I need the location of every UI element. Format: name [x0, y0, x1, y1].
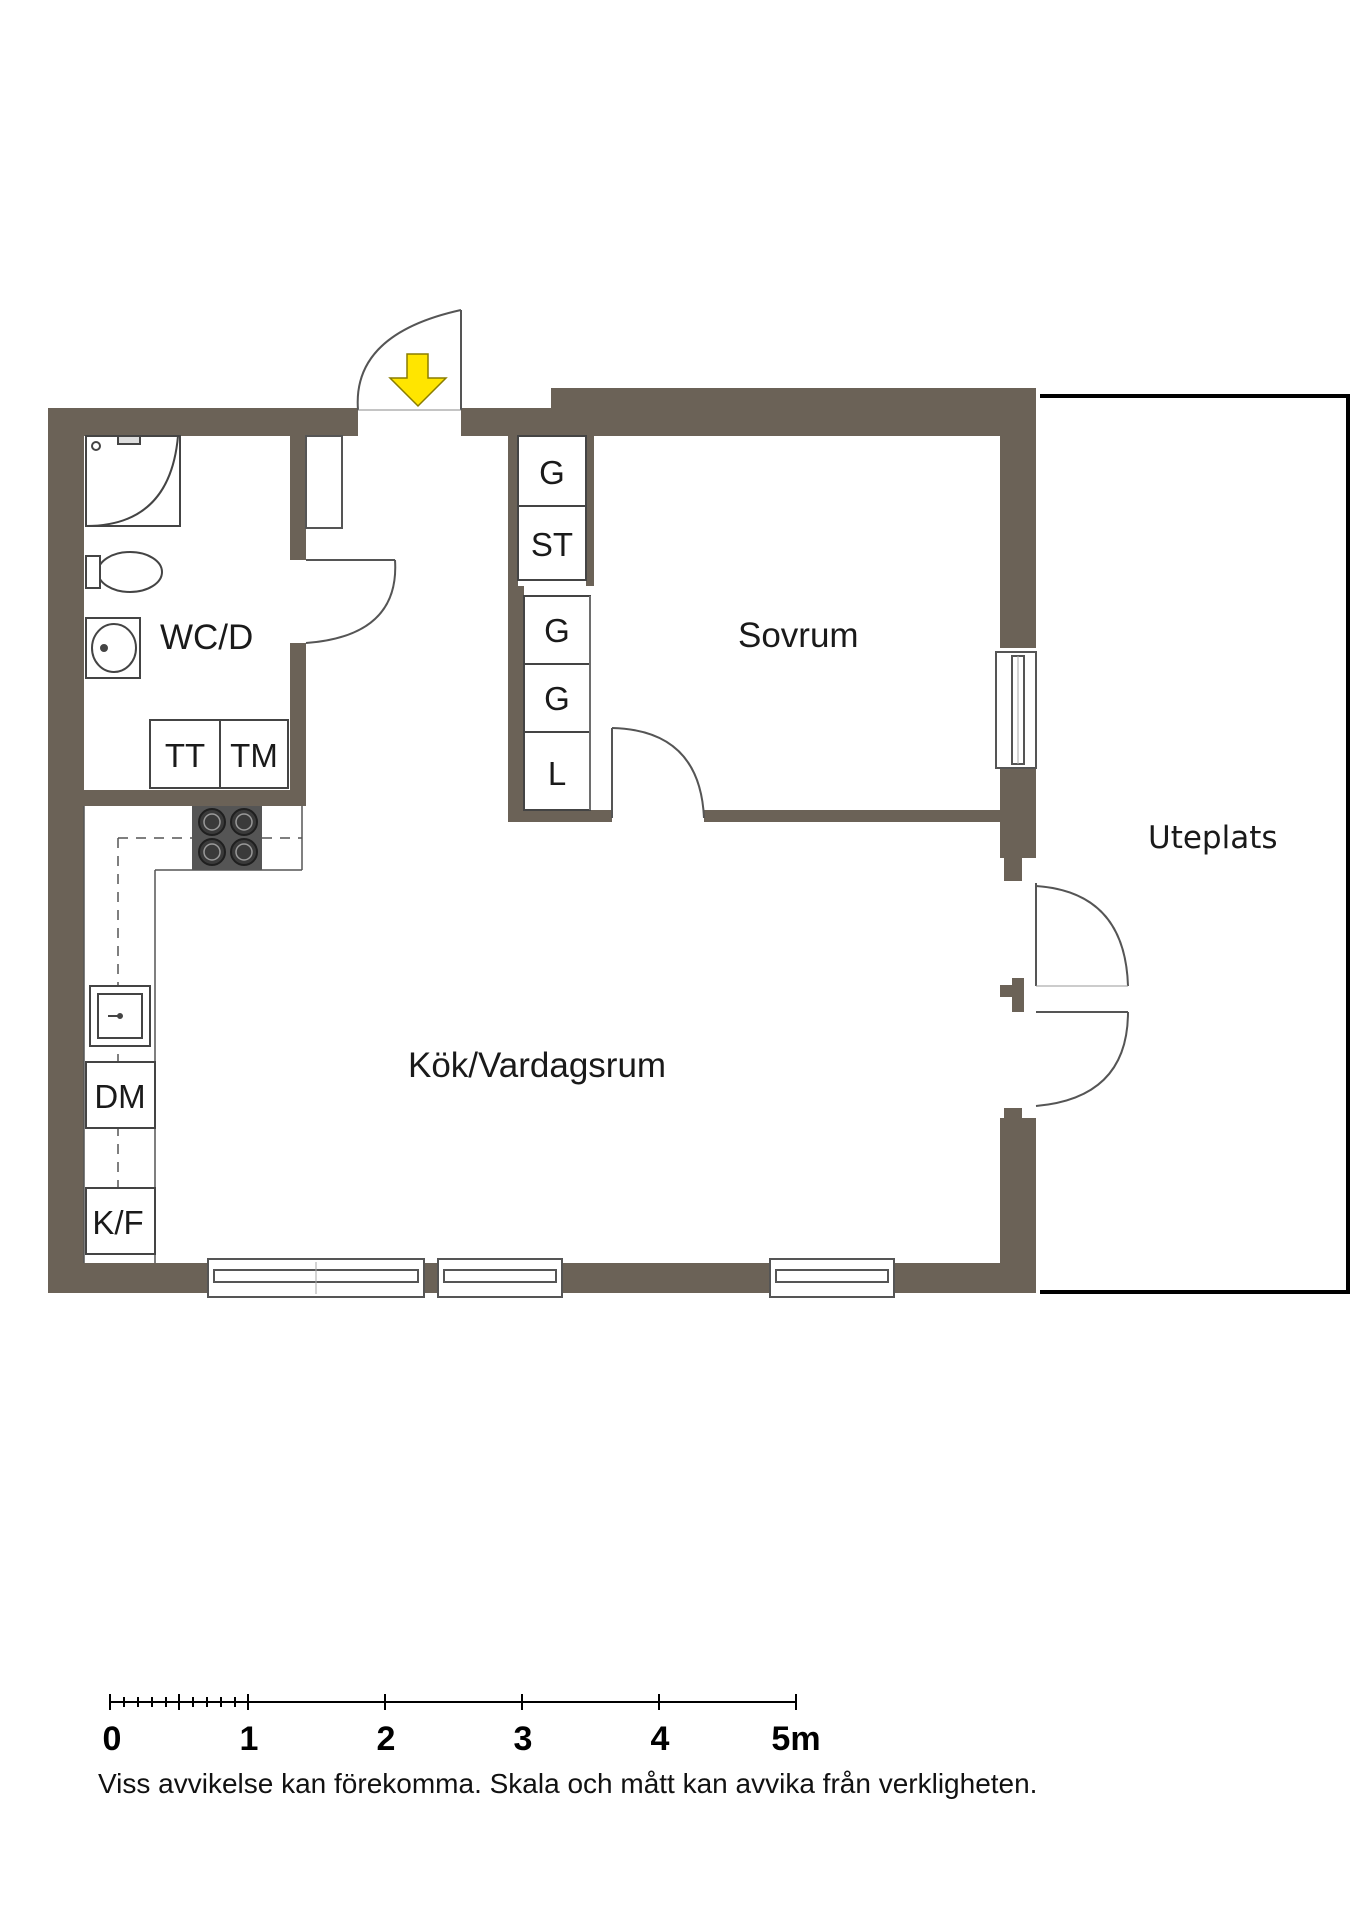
scale-bar-labels: 0 1 2 3 4 5m [103, 1720, 821, 1758]
washing-machine: TM [219, 719, 289, 789]
scale-tick-5: 5m [771, 1720, 820, 1758]
scale-tick-3: 3 [514, 1720, 533, 1758]
fixture-label-g3: G [544, 680, 570, 717]
fixture-label-tt: TT [165, 737, 205, 774]
closet-lower: G G L [523, 595, 591, 811]
entrance-arrow-icon [388, 353, 448, 408]
scale-tick-0: 0 [103, 1720, 122, 1758]
scale-tick-1: 1 [240, 1720, 259, 1758]
fixture-label-g2: G [544, 612, 570, 649]
patio-double-door[interactable] [1035, 883, 1129, 1107]
interior-walls [84, 436, 1000, 822]
toilet-icon [85, 551, 163, 593]
fixture-label-l: L [548, 755, 566, 792]
entrance-door[interactable] [356, 309, 462, 411]
room-label-bedroom: Sovrum [738, 616, 859, 655]
fridge-freezer: K/F [85, 1187, 156, 1255]
hall-cabinet [305, 435, 343, 529]
scale-tick-4: 4 [651, 1720, 670, 1758]
bedroom-window [995, 651, 1037, 769]
room-label-wc: WC/D [160, 618, 253, 657]
bedroom-door[interactable] [611, 727, 705, 819]
disclaimer-text: Viss avvikelse kan förekomma. Skala och … [98, 1768, 1038, 1799]
dishwasher: DM [85, 1061, 156, 1129]
bottom-windows [207, 1258, 895, 1298]
scale-bar [109, 1694, 797, 1710]
room-label-patio: Uteplats [1148, 820, 1278, 856]
tumble-dryer: TT [149, 719, 221, 789]
closet-upper: G ST [517, 435, 587, 581]
fixture-label-g1: G [539, 454, 565, 491]
scale-tick-2: 2 [377, 1720, 396, 1758]
fixture-label-st: ST [531, 526, 573, 563]
wc-door[interactable] [305, 559, 397, 644]
fixture-label-tm: TM [230, 737, 278, 774]
washbasin-icon [85, 617, 141, 679]
fixture-label-kf: K/F [92, 1204, 143, 1241]
kitchen-sink-icon [89, 985, 151, 1047]
shower-icon [85, 435, 181, 527]
fixture-label-dm: DM [94, 1078, 145, 1115]
stove-icon [192, 806, 262, 870]
patio-outline [1040, 394, 1350, 1294]
room-label-kitchen-living: Kök/Vardagsrum [408, 1046, 666, 1085]
